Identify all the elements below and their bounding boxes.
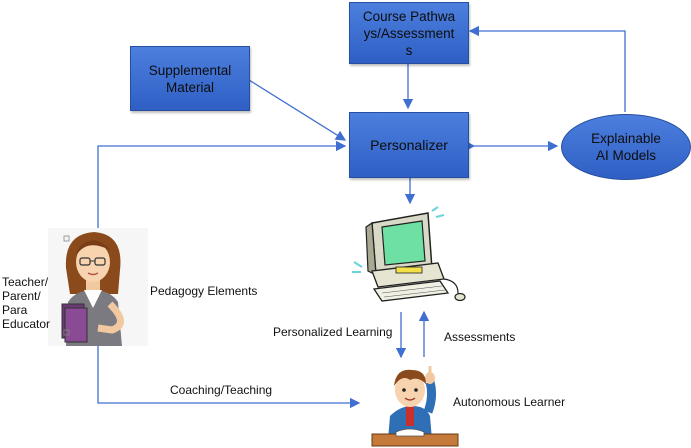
teacher-icon [48,228,148,346]
arrow-teacher-to-personalizer [97,140,347,228]
explainable-ai-ellipse: Explainable AI Models [561,114,691,180]
pedagogy-elements-label: Pedagogy Elements [150,284,258,298]
supplemental-material-box: Supplemental Material [130,46,250,111]
arrow-teacher-to-learner [97,345,361,409]
personalizer-box: Personalizer [349,112,469,178]
supplemental-material-label: Supplemental Material [148,62,232,95]
learner-icon [371,366,459,447]
personalizer-label: Personalizer [370,136,448,153]
course-pathways-box: Course Pathways/Assessments [349,2,469,64]
explainable-ai-label: Explainable AI Models [591,131,661,163]
personalized-learning-label: Personalized Learning [273,325,393,339]
assessments-label: Assessments [444,330,516,344]
computer-icon [352,206,466,302]
coaching-teaching-label: Coaching/Teaching [170,383,273,397]
arrow-supplemental-to-personalizer [248,79,347,141]
course-pathways-label: Course Pathways/Assessments [362,8,456,58]
autonomous-learner-label: Autonomous Learner [453,395,566,409]
teacher-label: Teacher/ Parent/ Para Educator [2,275,51,331]
arrow-explainable-to-course [468,25,626,112]
